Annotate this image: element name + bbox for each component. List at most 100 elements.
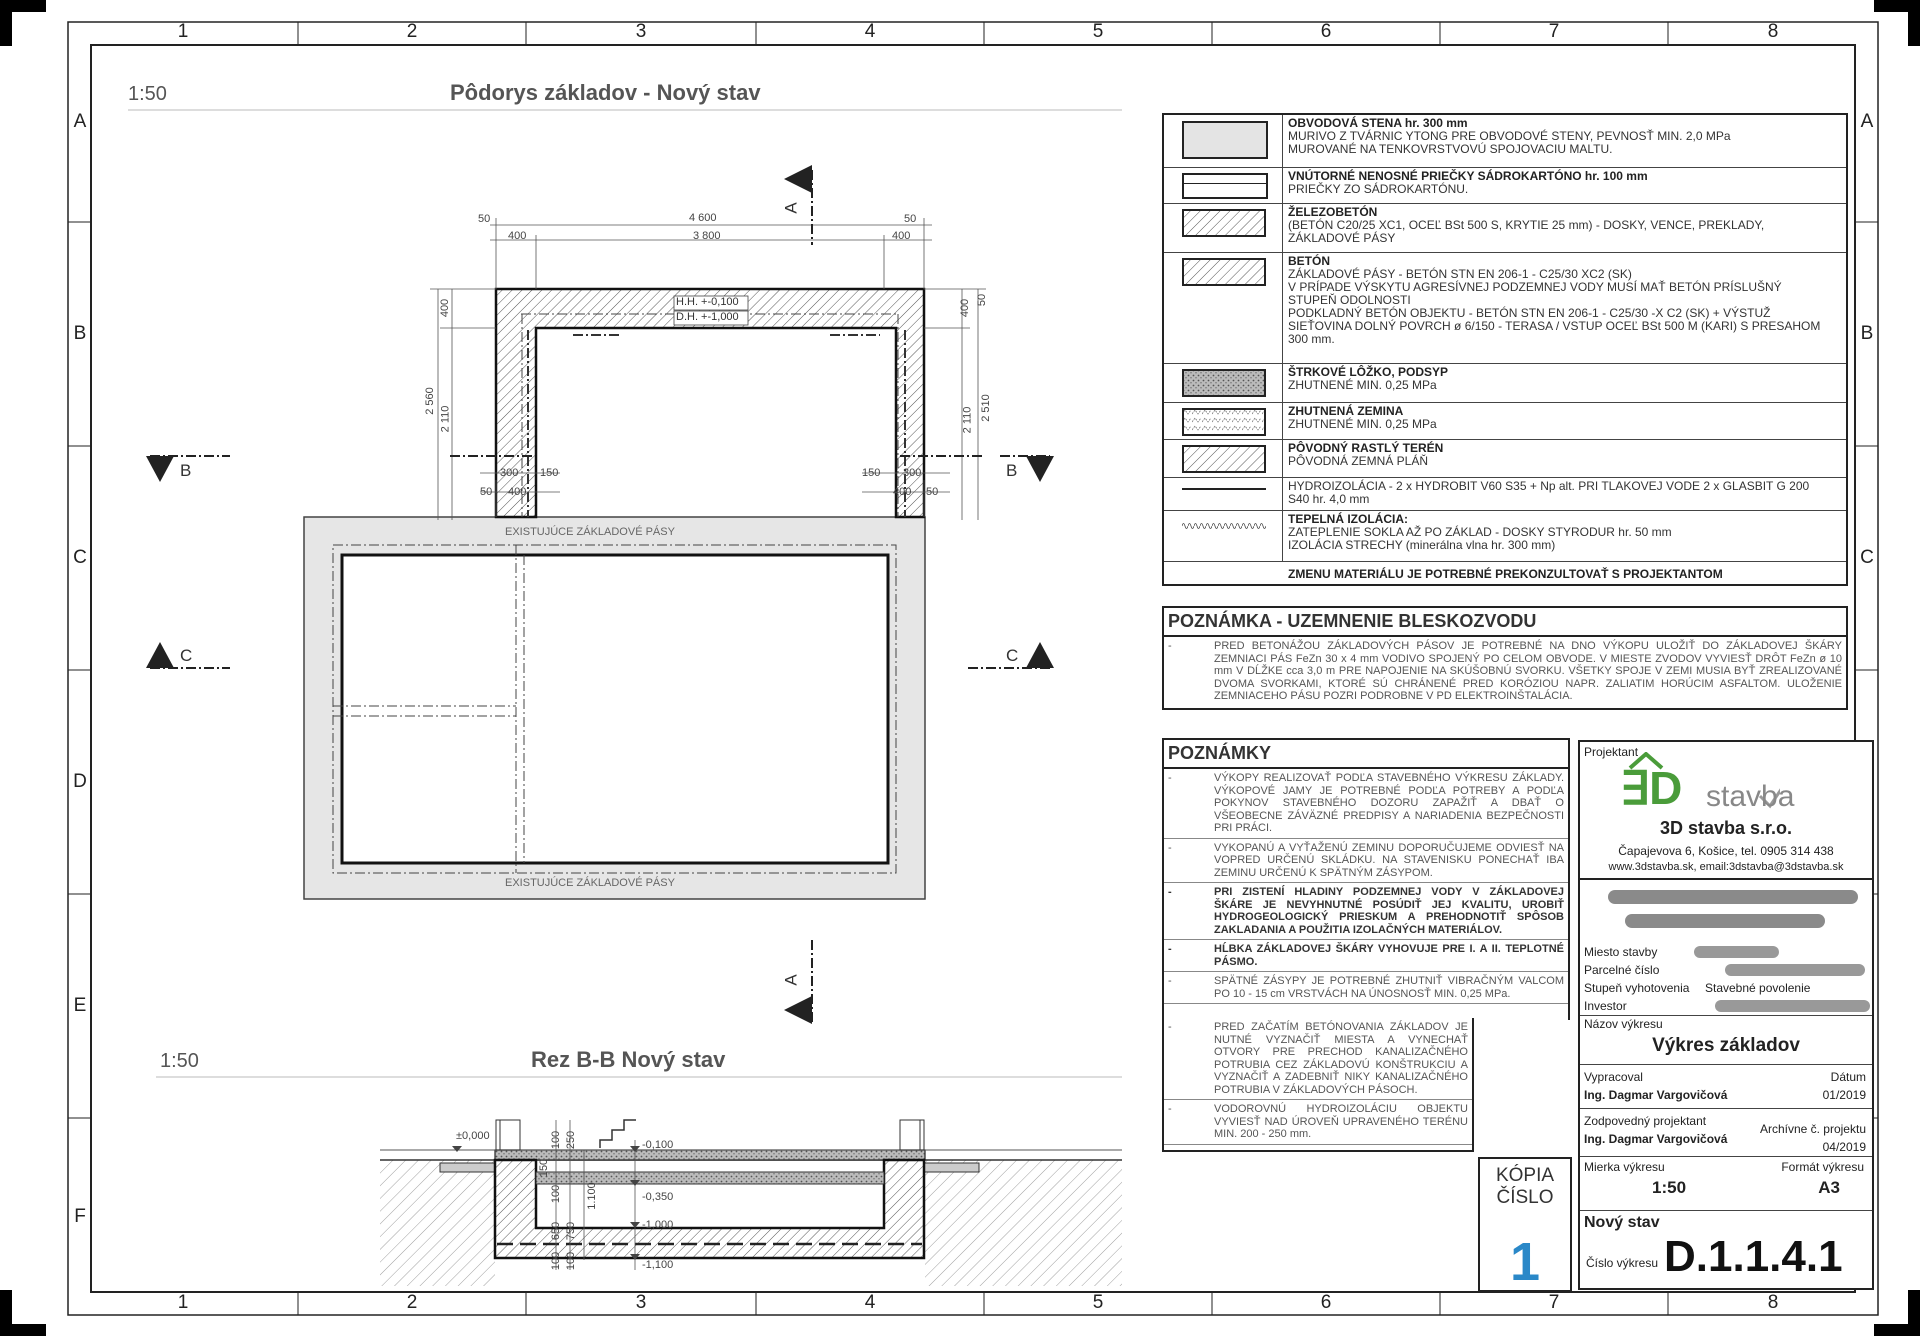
archiv-label: Archívne č. projektu	[1759, 1122, 1866, 1136]
legend-title: OBVODOVÁ STENA hr. 300 mm	[1288, 116, 1468, 130]
legend-line: SIEŤOVINA DOLNÝ POVRCH ø 6/150 - TERASA …	[1288, 319, 1821, 333]
note-item: SPÄTNÉ ZÁSYPY JE POTREBNÉ ZHUTNIŤ VIBRAČ…	[1164, 972, 1568, 1004]
dim-label: 50	[478, 213, 491, 225]
vypracoval-label: Vypracoval	[1584, 1070, 1643, 1084]
copy-label: KÓPIA	[1495, 1165, 1555, 1186]
legend-line: ZHUTNENÉ MIN. 0,25 MPa	[1288, 378, 1437, 392]
notes-box: POZNÁMKY VÝKOPY REALIZOVAŤ PODĽA STAVEBN…	[1162, 738, 1570, 1020]
legend-text: HYDROIZOLÁCIA - 2 x HYDROBIT V60 S35 + N…	[1288, 480, 1842, 506]
projektant-label: Projektant	[1584, 745, 1639, 759]
dim-label: 100	[565, 1251, 578, 1271]
legend-swatch	[1164, 168, 1283, 204]
zodp-label: Zodpovedný projektant	[1584, 1114, 1707, 1128]
nazov-label: Názov výkresu	[1584, 1017, 1663, 1031]
note-item: PRED ZAČATÍM BETÓNOVANIA ZÁKLADOV JE NUT…	[1164, 1018, 1472, 1100]
note-item: HĹBKA ZÁKLADOVEJ ŠKÁRY VYHOVUJE PRE I. A…	[1164, 940, 1568, 972]
section-divider	[1580, 1210, 1872, 1211]
vypracoval-value: Ing. Dagmar Vargovičová	[1584, 1088, 1728, 1102]
format-label: Formát výkresu	[1781, 1160, 1864, 1174]
corner-mark	[1874, 0, 1920, 12]
note-item: VÝKOPY REALIZOVAŤ PODĽA STAVEBNÉHO VÝKRE…	[1164, 769, 1568, 839]
svg-text:∃D: ∃D	[1620, 762, 1682, 814]
dim-label: 400	[892, 230, 911, 242]
legend-swatch	[1164, 562, 1282, 585]
legend-swatch	[1164, 440, 1283, 478]
grid-col-label: 2	[406, 21, 418, 42]
logo-word: stavba	[1706, 780, 1795, 813]
lightning-note-text: PRED BETONÁŽOU ZÁKLADOVÝCH PÁSOV JE POTR…	[1164, 637, 1846, 706]
plan-title: Pôdorys základov - Nový stav	[450, 80, 761, 105]
section-mark-b: B	[1006, 461, 1018, 480]
notes-box-continued: PRED ZAČATÍM BETÓNOVANIA ZÁKLADOV JE NUT…	[1162, 1018, 1474, 1152]
section-divider	[1580, 1064, 1872, 1065]
section-mark-a: A	[781, 974, 801, 986]
legend-line: PRIEČKY ZO SÁDROKARTÓNU.	[1288, 182, 1469, 196]
grid-col-label: 3	[635, 1292, 647, 1313]
stav-value: Nový stav	[1584, 1214, 1660, 1231]
legend-title: ŽELEZOBETÓN	[1288, 205, 1378, 219]
legend-title: BETÓN	[1288, 254, 1330, 268]
dim-label: 4 600	[689, 212, 717, 224]
level-label: -1,000	[642, 1219, 674, 1231]
dim-label: 400	[508, 486, 527, 498]
dim-label: 400	[959, 298, 972, 318]
format-value: A3	[1818, 1178, 1840, 1197]
dim-label: 1.100	[585, 1182, 598, 1210]
grid-row-label: B	[1860, 323, 1874, 344]
stupen-value: Stavebné povolenie	[1705, 981, 1811, 995]
grid-col-label: 3	[635, 21, 647, 42]
legend-row: TEPELNÁ IZOLÁCIA:ZATEPLENIE SOKLA AŽ PO …	[1164, 510, 1846, 562]
dim-label: 150	[538, 1158, 551, 1178]
legend-line: (BETÓN C20/25 XC1, OCEĽ BSt 500 S, KRYTI…	[1288, 218, 1765, 232]
section-arrow	[1026, 642, 1054, 668]
legend-line: V PRÍPADE VÝSKYTU AGRESÍVNEJ PODZEMNEJ V…	[1288, 280, 1782, 294]
legend-title: ZMENU MATERIÁLU JE POTREBNÉ PREKONZULTOV…	[1288, 567, 1723, 581]
mierka-value: 1:50	[1652, 1178, 1687, 1197]
legend-text: VNÚTORNÉ NENOSNÉ PRIEČKY SÁDROKARTÓNO hr…	[1288, 170, 1842, 196]
notes-title: POZNÁMKY	[1164, 740, 1568, 769]
dim-label: 50	[976, 293, 989, 307]
zodp-value: Ing. Dagmar Vargovičová	[1584, 1132, 1728, 1146]
section-divider	[1580, 1108, 1872, 1109]
grid-row-label: C	[1860, 547, 1874, 568]
grid-col-label: 2	[406, 1292, 418, 1313]
cislo-label: Číslo výkresu	[1586, 1256, 1659, 1270]
title-block: Projektant ∃D stavba 3D stavba s.r.o. Ča…	[1578, 740, 1874, 1290]
legend-line: ZÁKLADOVÉ PÁSY - BETÓN STN EN 206-1 - C2…	[1288, 267, 1632, 281]
company-address: Čapajevova 6, Košice, tel. 0905 314 438	[1618, 844, 1834, 858]
corner-mark	[0, 1324, 46, 1336]
copy-box: KÓPIA ČÍSLO 1	[1478, 1157, 1572, 1292]
legend-swatch	[1164, 478, 1283, 511]
section-arrow	[784, 996, 812, 1024]
grid-row-label: A	[1860, 111, 1874, 132]
legend-swatch	[1164, 204, 1283, 253]
redacted-block	[1694, 946, 1779, 958]
grid-col-label: 5	[1092, 21, 1104, 42]
legend-title: PÔVODNÝ RASTLÝ TERÉN	[1288, 441, 1444, 455]
section-arrow	[146, 642, 174, 668]
legend-line: HYDROIZOLÁCIA - 2 x HYDROBIT V60 S35 + N…	[1288, 479, 1810, 493]
legend-swatch	[1164, 115, 1283, 167]
legend-text: ŽELEZOBETÓN(BETÓN C20/25 XC1, OCEĽ BSt 5…	[1288, 206, 1842, 245]
company-name: 3D stavba s.r.o.	[1659, 818, 1793, 838]
legend-row: ZMENU MATERIÁLU JE POTREBNÉ PREKONZULTOV…	[1164, 561, 1846, 585]
plan-scale: 1:50	[128, 83, 167, 105]
dim-label: 50	[926, 486, 939, 498]
dim-label: 150	[862, 467, 881, 479]
dim-label: 100	[550, 1130, 563, 1150]
dim-label: 400	[508, 230, 527, 242]
grid-col-label: 1	[177, 21, 189, 42]
grid-col-label: 6	[1320, 1292, 1332, 1313]
dim-label: 100	[550, 1184, 563, 1204]
legend-line: PODKLADNÝ BETÓN OBJEKTU - BETÓN STN EN 2…	[1288, 306, 1771, 320]
section-title: Rez B-B Nový stav	[531, 1047, 726, 1072]
grid-col-label: 7	[1548, 21, 1560, 42]
grid-row-label: C	[73, 547, 87, 568]
stupen-label: Stupeň vyhotovenia	[1584, 981, 1690, 995]
